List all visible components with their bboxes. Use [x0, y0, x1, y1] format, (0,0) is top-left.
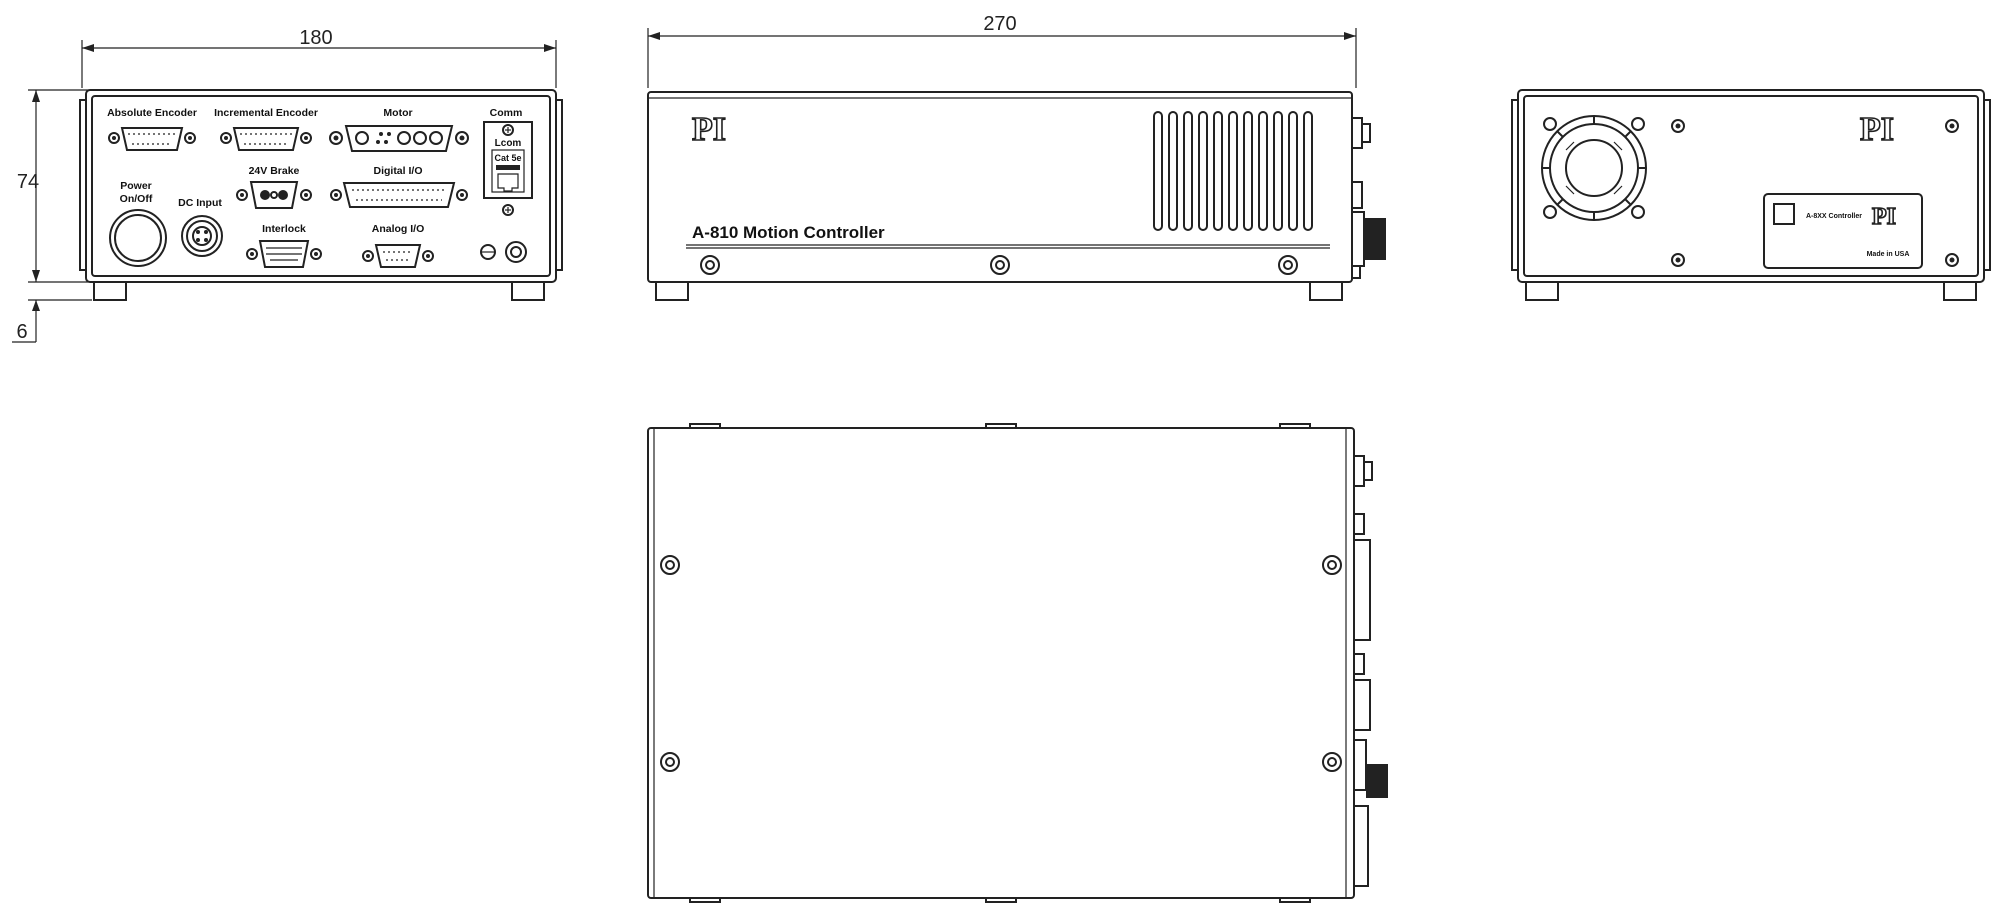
rear-pi-logo: PI [1860, 111, 1894, 148]
front-width-label: 180 [299, 27, 332, 49]
foot-height-label: 6 [16, 321, 27, 343]
product-label-plate: A-8XX Controller PI Made in USA [1763, 193, 1923, 269]
side-length-label: 270 [983, 13, 1016, 35]
side-foot-left [655, 281, 689, 301]
dc-input-connector [181, 215, 223, 257]
side-connector-profile [1351, 117, 1386, 279]
dimension-foot-height: 6 [12, 299, 92, 343]
front-right-flange [555, 99, 563, 271]
motor-label: Motor [383, 107, 412, 119]
dc-input-label: DC Input [178, 197, 222, 209]
front-bezel [91, 95, 551, 277]
digital-io-connector [330, 182, 468, 208]
digital-io-label: Digital I/O [373, 165, 422, 177]
top-view [647, 423, 1388, 903]
brake-connector [236, 181, 312, 209]
side-chassis [647, 91, 1353, 283]
fan-icon [1541, 115, 1647, 221]
ground-terminal [480, 241, 527, 263]
product-name: A-810 Motion Controller [692, 223, 885, 242]
front-foot-right [511, 281, 545, 301]
side-foot-right [1309, 281, 1343, 301]
brake-label: 24V Brake [249, 165, 300, 177]
interlock-label: Interlock [262, 223, 306, 235]
incremental-encoder-connector [220, 127, 312, 151]
dimension-front-width: 180 [81, 27, 557, 88]
front-left-flange [79, 99, 87, 271]
interlock-connector [246, 240, 322, 268]
analog-io-label: Analog I/O [372, 223, 425, 235]
side-view: PI A-810 Motion Controller [647, 91, 1386, 301]
label-product: A-8XX Controller [1806, 213, 1862, 220]
cat5e-label: Cat 5e [494, 153, 521, 163]
motor-connector [329, 125, 469, 152]
side-vent [1153, 111, 1313, 231]
absolute-encoder-connector [108, 127, 196, 151]
top-connector-profile [1353, 455, 1388, 887]
dimension-height: 74 [17, 89, 90, 283]
power-label-line1: Power [120, 180, 152, 192]
top-cover [647, 427, 1355, 899]
analog-io-connector [362, 244, 434, 268]
incremental-encoder-label: Incremental Encoder [214, 107, 318, 119]
rear-view: PI A-8XX Controller PI Made in USA [1511, 89, 1991, 301]
front-view: Absolute Encoder Incremental Encoder Mot… [79, 89, 563, 301]
made-in-label: Made in USA [1867, 251, 1910, 258]
comm-label: Comm [490, 107, 523, 119]
rear-screws [1671, 119, 1959, 267]
comm-ethernet-connector: Lcom Cat 5e [483, 121, 533, 216]
power-switch [109, 209, 167, 267]
lcom-brand: Lcom [495, 138, 522, 149]
dimension-side-length: 270 [647, 13, 1357, 88]
side-pi-logo: PI [692, 111, 726, 148]
absolute-encoder-label: Absolute Encoder [107, 107, 197, 119]
rear-chassis [1517, 89, 1985, 283]
front-foot-left [93, 281, 127, 301]
label-pi-logo: PI [1872, 204, 1896, 230]
height-label: 74 [17, 171, 39, 193]
power-label-line2: On/Off [120, 193, 153, 205]
top-screws [660, 555, 1342, 772]
side-screws [700, 255, 1298, 275]
